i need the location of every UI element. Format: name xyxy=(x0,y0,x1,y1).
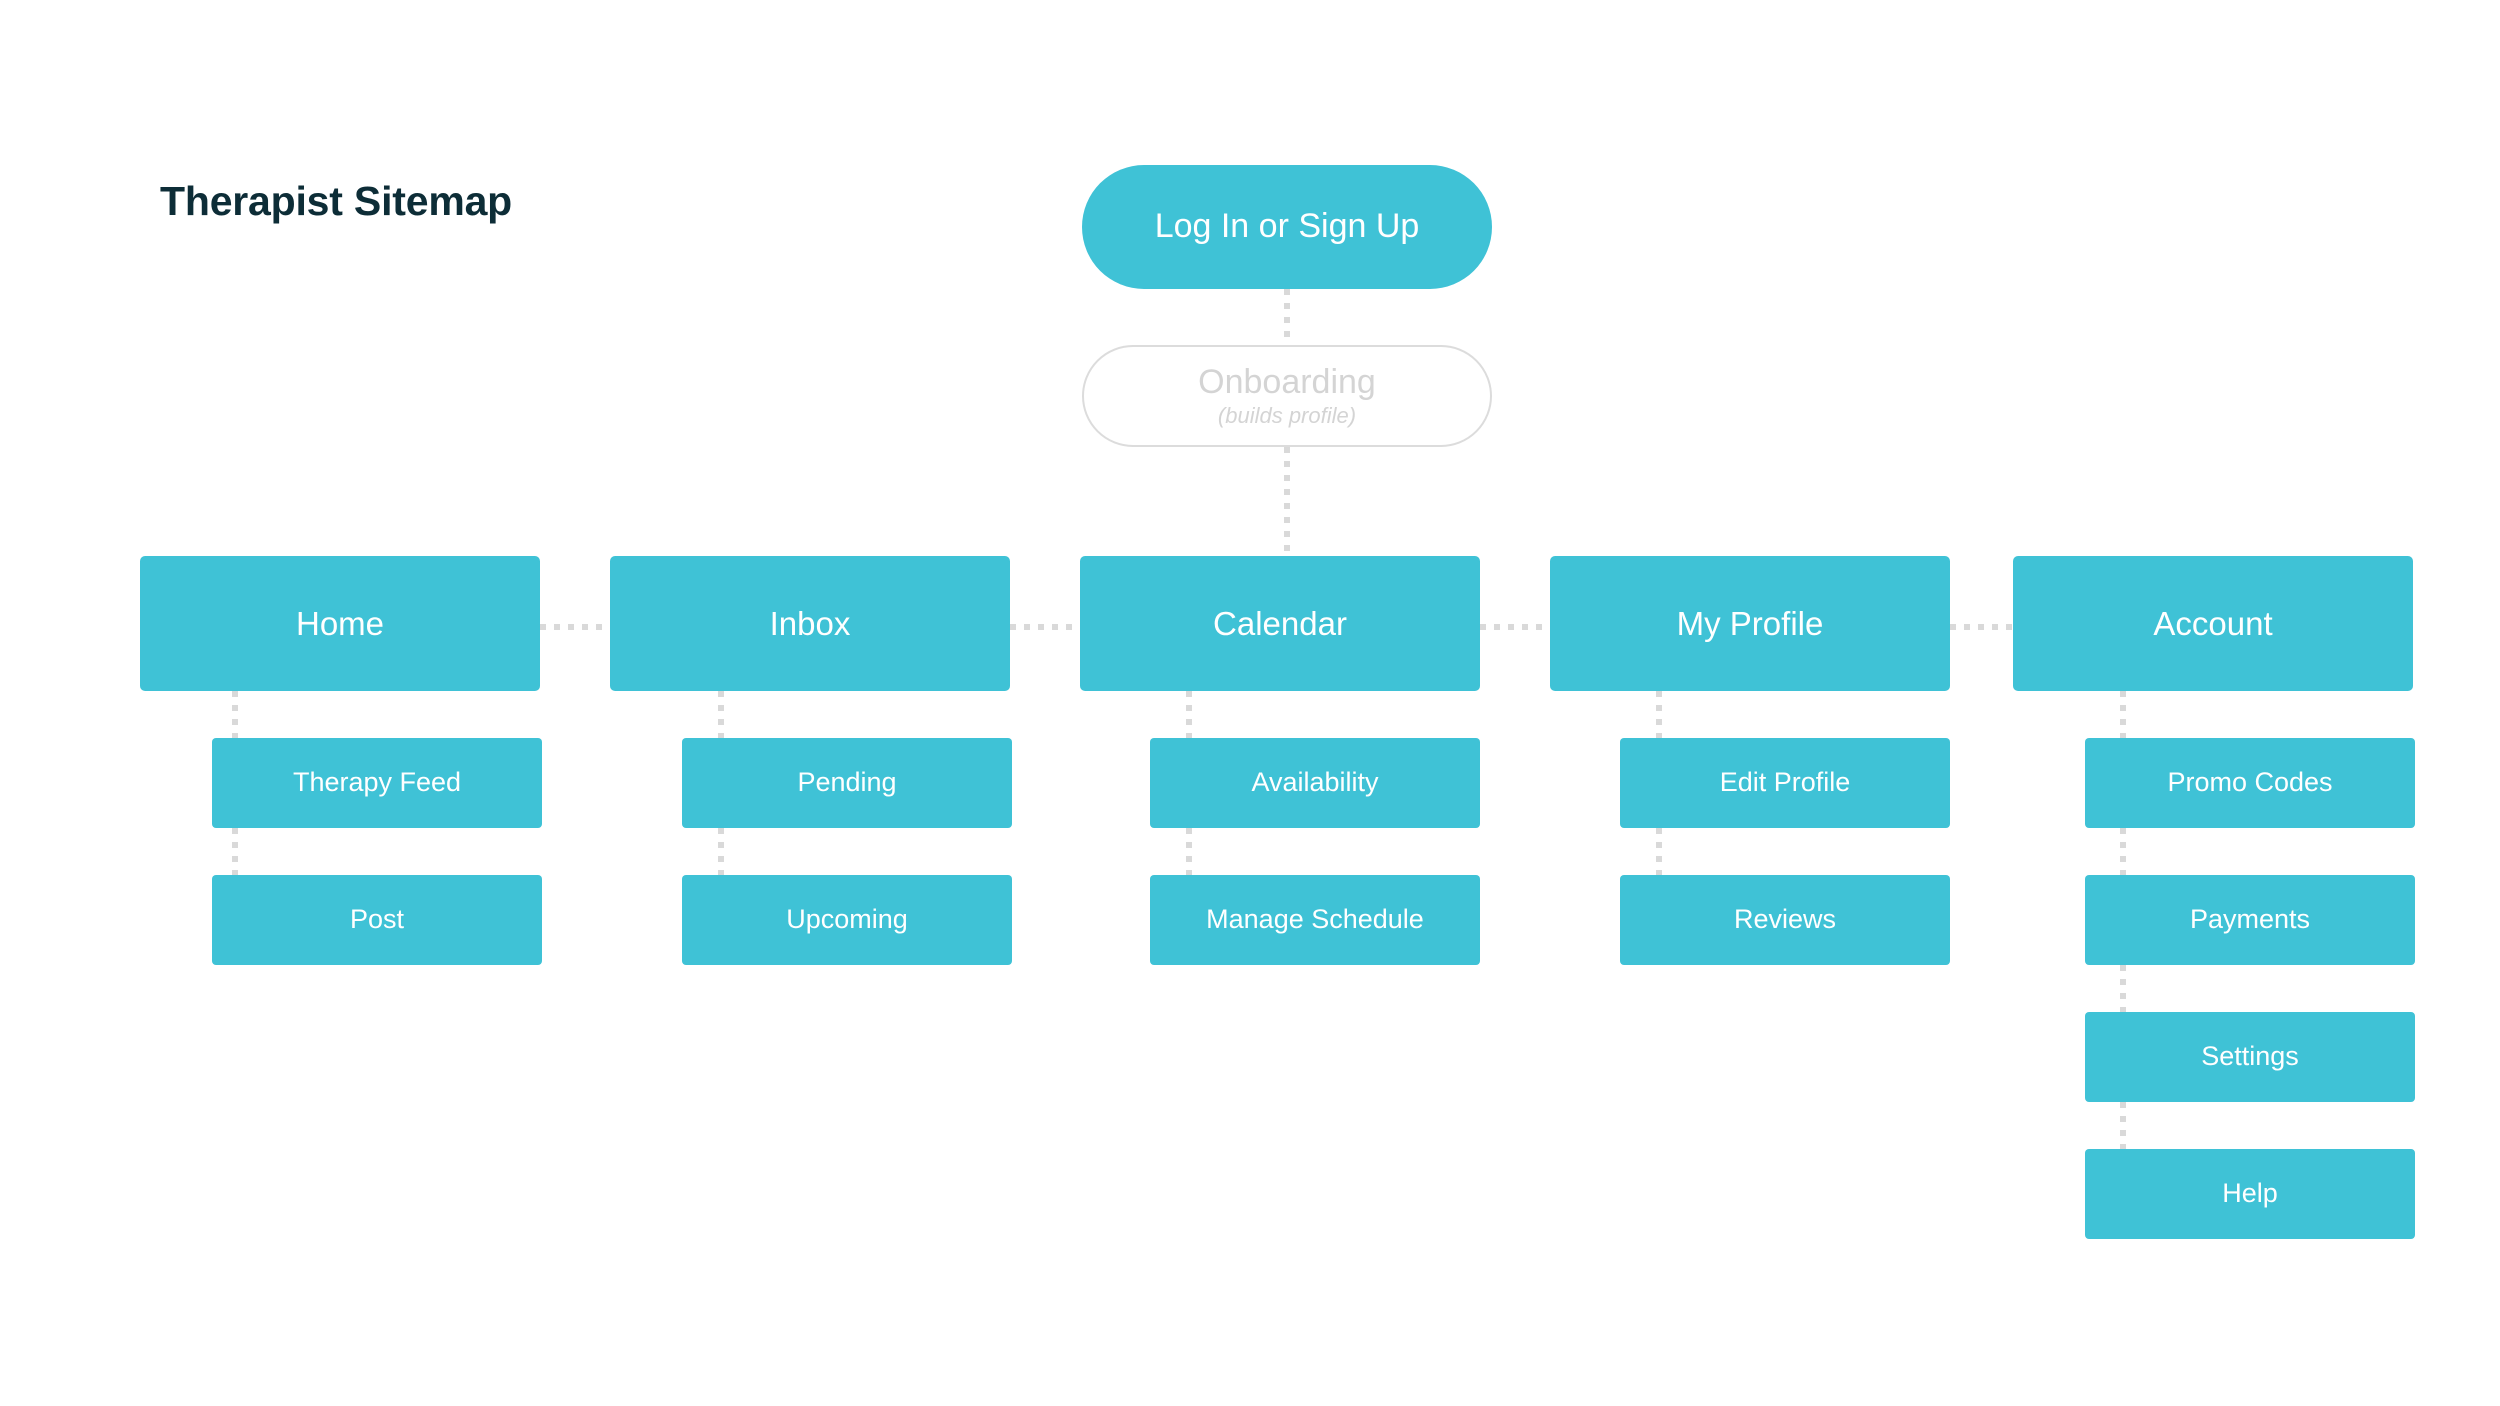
connector-settings-to-help xyxy=(2120,1102,2126,1149)
node-label: Promo Codes xyxy=(2167,767,2333,798)
connector-calendar-to-availability xyxy=(1186,691,1192,738)
node-label: Post xyxy=(349,904,405,935)
node-label: Log In or Sign Up xyxy=(1154,207,1420,246)
node-post[interactable]: Post xyxy=(212,875,542,965)
connector-my-profile-to-edit-profile xyxy=(1656,691,1662,738)
node-payments[interactable]: Payments xyxy=(2085,875,2415,965)
connector-account-to-promo-codes xyxy=(2120,691,2126,738)
node-edit-profile[interactable]: Edit Profile xyxy=(1620,738,1950,828)
node-label: Account xyxy=(2153,604,2273,642)
connector-therapy-feed-to-post xyxy=(232,828,238,875)
connector-availability-to-manage-schedule xyxy=(1186,828,1192,875)
node-label: Onboarding xyxy=(1198,362,1376,401)
node-upcoming[interactable]: Upcoming xyxy=(682,875,1012,965)
node-label: Edit Profile xyxy=(1719,767,1851,798)
node-label: Availability xyxy=(1251,767,1379,798)
node-home[interactable]: Home xyxy=(140,556,540,691)
node-label: Manage Schedule xyxy=(1206,904,1424,935)
node-label: Inbox xyxy=(769,604,851,642)
node-promo-codes[interactable]: Promo Codes xyxy=(2085,738,2415,828)
node-sublabel: (builds profile) xyxy=(1217,403,1357,429)
node-account[interactable]: Account xyxy=(2013,556,2413,691)
node-my-profile[interactable]: My Profile xyxy=(1550,556,1950,691)
node-label: Upcoming xyxy=(786,904,908,935)
node-label: Pending xyxy=(797,767,897,798)
connector-inbox-to-calendar xyxy=(1010,624,1080,630)
node-label: Reviews xyxy=(1733,904,1837,935)
node-reviews[interactable]: Reviews xyxy=(1620,875,1950,965)
node-calendar[interactable]: Calendar xyxy=(1080,556,1480,691)
node-availability[interactable]: Availability xyxy=(1150,738,1480,828)
page-title: Therapist Sitemap xyxy=(160,178,513,224)
connector-calendar-to-my-profile xyxy=(1480,624,1550,630)
node-label: Settings xyxy=(2201,1041,2299,1072)
node-log-in-or-sign-up[interactable]: Log In or Sign Up xyxy=(1082,165,1492,289)
node-onboarding[interactable]: Onboarding (builds profile) xyxy=(1082,345,1492,447)
node-inbox[interactable]: Inbox xyxy=(610,556,1010,691)
node-label: Therapy Feed xyxy=(292,767,462,798)
connector-login-to-onboarding xyxy=(1284,289,1290,345)
connector-onboarding-to-calendar xyxy=(1284,447,1290,556)
node-label: Calendar xyxy=(1213,604,1347,642)
connector-edit-profile-to-reviews xyxy=(1656,828,1662,875)
connector-my-profile-to-account xyxy=(1950,624,2020,630)
connector-pending-to-upcoming xyxy=(718,828,724,875)
connector-home-to-therapy-feed xyxy=(232,691,238,738)
node-label: Payments xyxy=(2189,904,2311,935)
node-manage-schedule[interactable]: Manage Schedule xyxy=(1150,875,1480,965)
node-label: Home xyxy=(295,604,385,642)
node-help[interactable]: Help xyxy=(2085,1149,2415,1239)
node-settings[interactable]: Settings xyxy=(2085,1012,2415,1102)
node-therapy-feed[interactable]: Therapy Feed xyxy=(212,738,542,828)
connector-home-to-inbox xyxy=(540,624,610,630)
connector-promo-codes-to-payments xyxy=(2120,828,2126,875)
node-label: Help xyxy=(2222,1178,2278,1209)
connector-inbox-to-pending xyxy=(718,691,724,738)
node-pending[interactable]: Pending xyxy=(682,738,1012,828)
connector-payments-to-settings xyxy=(2120,965,2126,1012)
node-label: My Profile xyxy=(1676,604,1824,642)
